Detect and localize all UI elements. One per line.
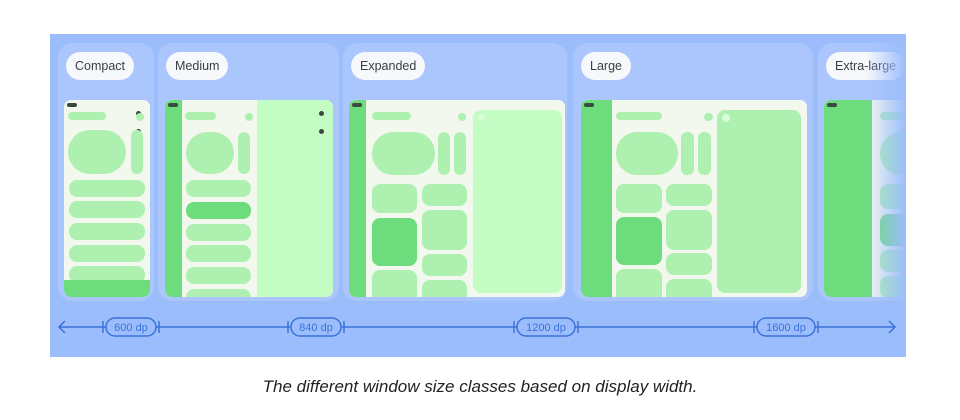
figure-caption: The different window size classes based …: [262, 377, 698, 396]
grid-card: [422, 280, 467, 297]
panel-large: Large: [573, 43, 813, 301]
status-dots-icon: [318, 103, 329, 134]
grid-card: [422, 254, 467, 276]
large-screen: [581, 100, 807, 297]
breakpoint-marker: 840 dp: [287, 317, 345, 337]
side-card: [438, 132, 450, 175]
panel-medium: Medium: [158, 43, 339, 301]
top-bar: [616, 112, 662, 120]
grid-card: [422, 210, 467, 250]
detail-avatar: [478, 114, 485, 121]
grid-card: [666, 210, 712, 250]
grid-card: [666, 253, 712, 275]
side-card: [681, 132, 694, 175]
breakpoint-label: 1200 dp: [526, 322, 566, 334]
label-compact: Compact: [66, 52, 135, 80]
breakpoint-pill: [516, 317, 576, 337]
navigation-drawer: [581, 100, 612, 297]
grid-card: [666, 279, 712, 297]
side-card: [238, 132, 250, 174]
top-bar: [185, 112, 216, 120]
camera-icon: [67, 103, 77, 107]
avatar: [136, 113, 144, 121]
avatar: [245, 113, 253, 121]
breakpoint-axis: 600 dp 840 dp 1200 dp 1600 dp: [57, 317, 897, 337]
top-bar: [372, 112, 411, 120]
label-expanded: Expanded: [351, 52, 426, 80]
breakpoint-marker: 1600 dp: [753, 317, 819, 337]
breakpoint-label: 1600 dp: [766, 322, 806, 334]
grid-card-selected: [616, 217, 662, 265]
list-item: [69, 201, 145, 218]
list-item: [186, 245, 251, 262]
list-item: [186, 289, 251, 297]
top-bar: [68, 112, 106, 120]
camera-icon: [168, 103, 178, 107]
grid-card: [616, 269, 662, 297]
list-item: [69, 266, 145, 283]
breakpoint-pill: [756, 317, 816, 337]
panel-compact: Compact: [58, 43, 154, 301]
breakpoint-marker: 600 dp: [102, 317, 160, 337]
bottom-navigation-bar: [64, 280, 150, 297]
panel-expanded: Expanded: [343, 43, 567, 301]
navigation-rail: [165, 100, 182, 297]
grid-card: [616, 184, 662, 213]
grid-card: [422, 184, 467, 206]
side-card: [131, 130, 143, 174]
list-item: [69, 180, 145, 197]
grid-card: [372, 270, 417, 297]
medium-screen: [165, 100, 333, 297]
camera-icon: [352, 103, 362, 107]
list-item-selected: [186, 202, 251, 219]
hero-card: [186, 132, 234, 174]
detail-avatar: [722, 114, 730, 122]
grid-card-selected: [372, 218, 417, 266]
avatar: [458, 113, 466, 121]
breakpoint-pill: [290, 317, 342, 337]
camera-icon: [827, 103, 837, 107]
breakpoint-label: 840 dp: [299, 322, 333, 334]
hero-card: [68, 130, 126, 174]
list-item: [186, 267, 251, 284]
compact-screen: [64, 100, 150, 297]
right-fade-overlay: [866, 43, 906, 301]
left-arrow-icon: [57, 320, 66, 334]
hero-card: [372, 132, 435, 175]
breakpoint-pill: [105, 317, 157, 337]
avatar: [704, 113, 713, 121]
list-item: [186, 224, 251, 241]
breakpoint-label: 600 dp: [114, 322, 148, 334]
camera-icon: [584, 103, 594, 107]
grid-card: [372, 184, 417, 213]
list-item: [186, 180, 251, 197]
list-item: [69, 223, 145, 240]
list-item: [69, 245, 145, 262]
detail-pane: [473, 110, 562, 293]
navigation-drawer: [824, 100, 872, 297]
side-card: [454, 132, 466, 175]
label-medium: Medium: [166, 52, 229, 80]
breakpoint-marker: 1200 dp: [513, 317, 579, 337]
side-card: [698, 132, 711, 175]
right-arrow-icon: [888, 320, 897, 334]
navigation-rail: [349, 100, 366, 297]
grid-card: [666, 184, 712, 206]
expanded-screen: [349, 100, 565, 297]
window-size-diagram: Compact Medium: [50, 34, 906, 357]
label-large: Large: [581, 52, 631, 80]
hero-card: [616, 132, 678, 175]
detail-pane: [717, 110, 801, 293]
